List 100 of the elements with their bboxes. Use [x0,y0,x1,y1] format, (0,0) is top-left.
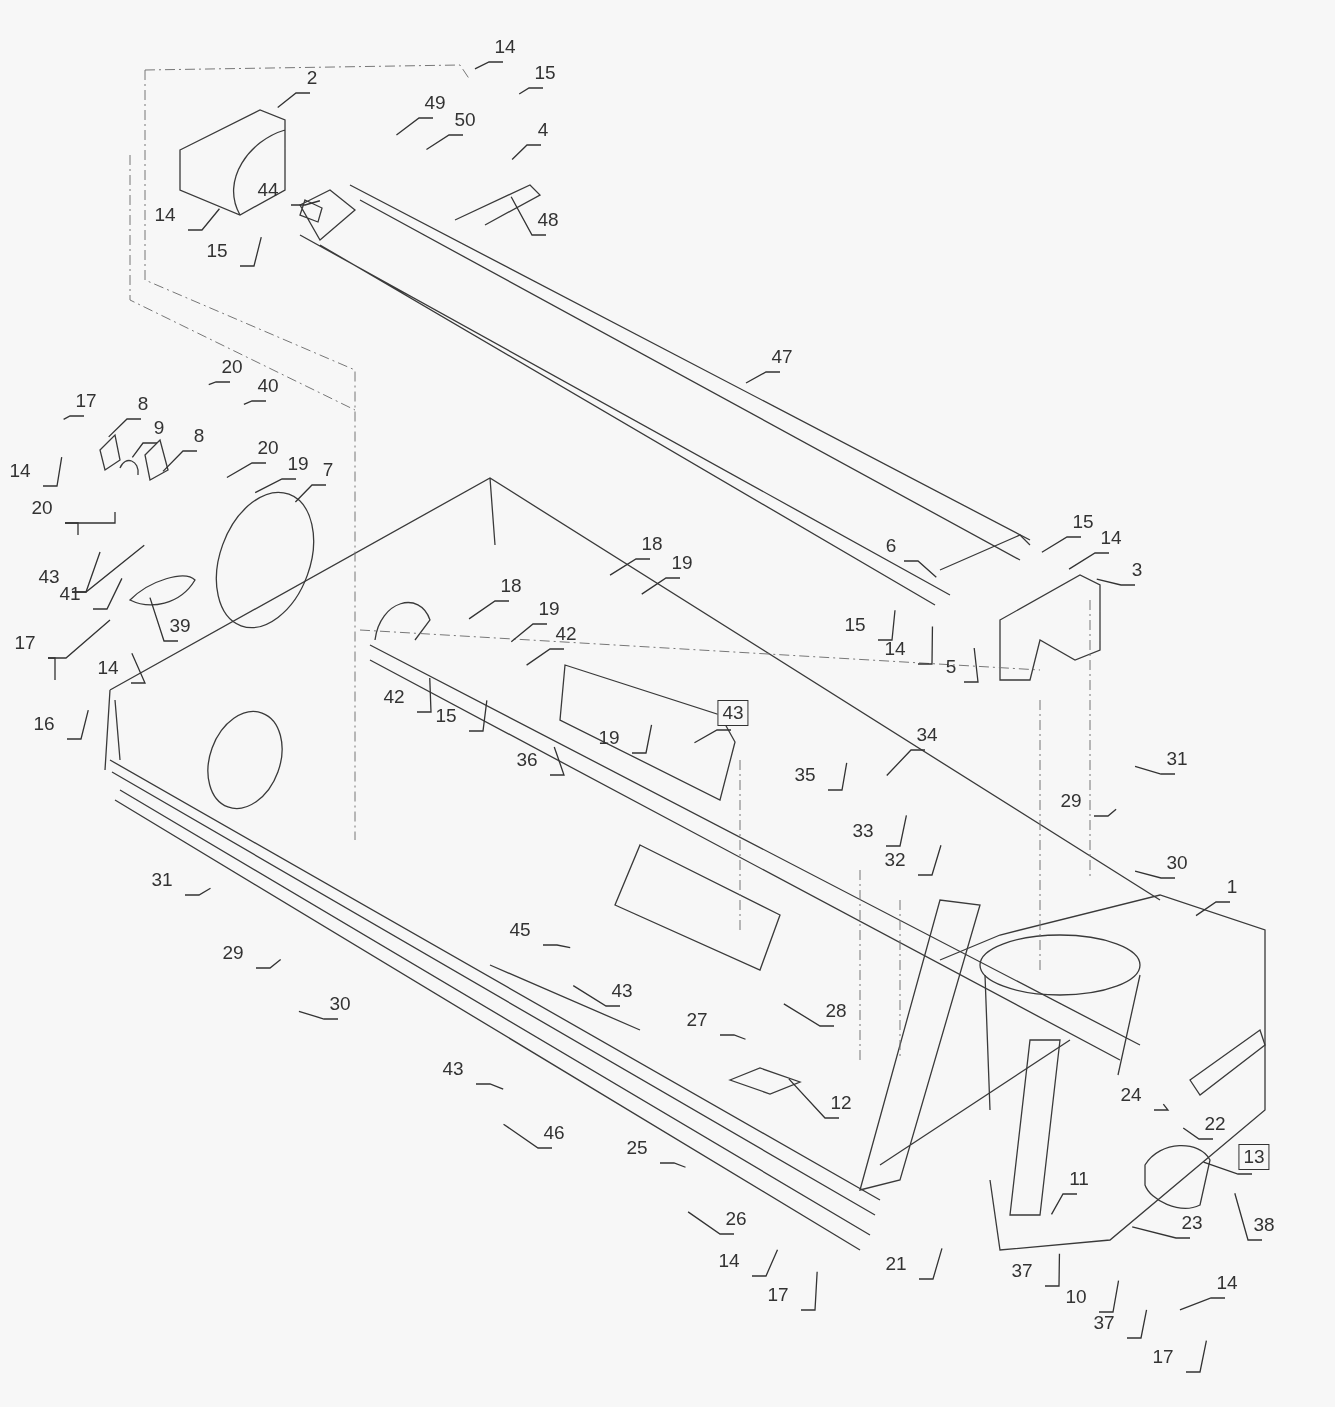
leader-line [917,844,942,876]
callout-number: 14 [154,204,176,226]
callout-number: 14 [97,657,119,679]
leader-line [918,1247,943,1280]
leader-line [609,558,651,576]
callout-number: 19 [671,552,693,574]
leader-line [1096,578,1136,586]
callout-number: 10 [1065,1286,1087,1308]
boxed-callout-number: 43 [717,700,749,726]
leader-line [641,577,681,595]
leader-line [511,144,542,161]
callout-number: 14 [9,460,31,482]
callout-number: 46 [543,1122,565,1144]
callout-number: 15 [435,705,457,727]
callout-number: 15 [534,62,556,84]
callout-number: 43 [38,566,60,588]
leader-line [1041,536,1082,553]
callout-number: 24 [1120,1084,1142,1106]
callout-number: 48 [537,209,559,231]
leader-line [1185,1339,1208,1373]
callout-number: 41 [59,583,81,605]
callout-number: 9 [153,417,165,439]
leader-line [395,117,434,136]
leader-line [1134,765,1176,775]
leader-line [290,200,321,206]
leader-line [1126,1309,1148,1339]
leader-line [468,600,510,620]
callout-number: 15 [844,614,866,636]
callout-number: 18 [641,533,663,555]
leader-line [1068,552,1110,570]
leader-line [1153,1103,1170,1111]
callout-number: 5 [945,656,957,678]
leader-line [226,462,267,479]
leader-line [1202,1161,1253,1175]
leader-line [549,746,565,776]
leader-line [131,442,158,459]
callout-number: 36 [516,749,538,771]
callout-number: 7 [322,459,334,481]
callout-number: 49 [424,92,446,114]
callout-number: 38 [1253,1214,1275,1236]
callout-number: 1 [1226,876,1238,898]
callout-number: 42 [383,686,405,708]
leader-line [208,381,231,386]
leader-line [719,1034,747,1040]
leader-line [1098,1279,1120,1313]
callout-number: 39 [169,615,191,637]
leader-line [751,1249,779,1277]
callout-number: 25 [626,1137,648,1159]
leader-line [1179,1297,1226,1311]
callout-number: 20 [221,356,243,378]
callout-number: 31 [151,869,173,891]
callout-number: 44 [257,179,279,201]
leader-line [510,623,548,643]
leader-line [1134,870,1176,879]
leader-line [885,814,908,847]
callout-number: 15 [206,240,228,262]
leader-line [1234,1192,1263,1241]
callout-number: 15 [1072,511,1094,533]
leader-line [298,1010,339,1020]
leader-line [572,984,621,1007]
callout-number: 29 [222,942,244,964]
leader-line [66,709,89,740]
leader-line [687,1211,735,1235]
callout-number: 43 [442,1058,464,1080]
callout-number: 42 [555,623,577,645]
callout-number: 3 [1131,559,1143,581]
leader-line [1131,1226,1191,1239]
leader-line [47,657,56,681]
callout-number: 32 [884,849,906,871]
callout-number: 19 [287,453,309,475]
leader-line [917,625,934,665]
callout-number: 20 [257,437,279,459]
leader-line [886,749,926,777]
leader-line [502,1123,553,1149]
callout-number: 17 [75,390,97,412]
callout-number: 47 [771,346,793,368]
callout-number: 34 [916,724,938,746]
callout-number: 14 [718,1250,740,1272]
callout-number: 8 [137,393,149,415]
leader-line [474,61,504,70]
leader-line [130,652,146,684]
callout-number: 37 [1093,1312,1115,1334]
callout-number: 28 [825,1000,847,1022]
callout-number: 27 [686,1009,708,1031]
leader-line [64,522,79,536]
callout-number: 14 [1100,527,1122,549]
callout-number: 45 [509,919,531,941]
leader-line [184,887,212,896]
callout-number: 2 [306,67,318,89]
callout-number: 19 [538,598,560,620]
callout-number: 35 [794,764,816,786]
callout-number: 4 [537,119,549,141]
callout-number: 16 [33,713,55,735]
callout-number: 12 [830,1092,852,1114]
leader-line [877,609,896,641]
leader-line [71,551,101,593]
leader-line [827,762,848,791]
leader-line [525,648,565,666]
callout-number: 17 [767,1284,789,1306]
leader-line [62,415,85,421]
